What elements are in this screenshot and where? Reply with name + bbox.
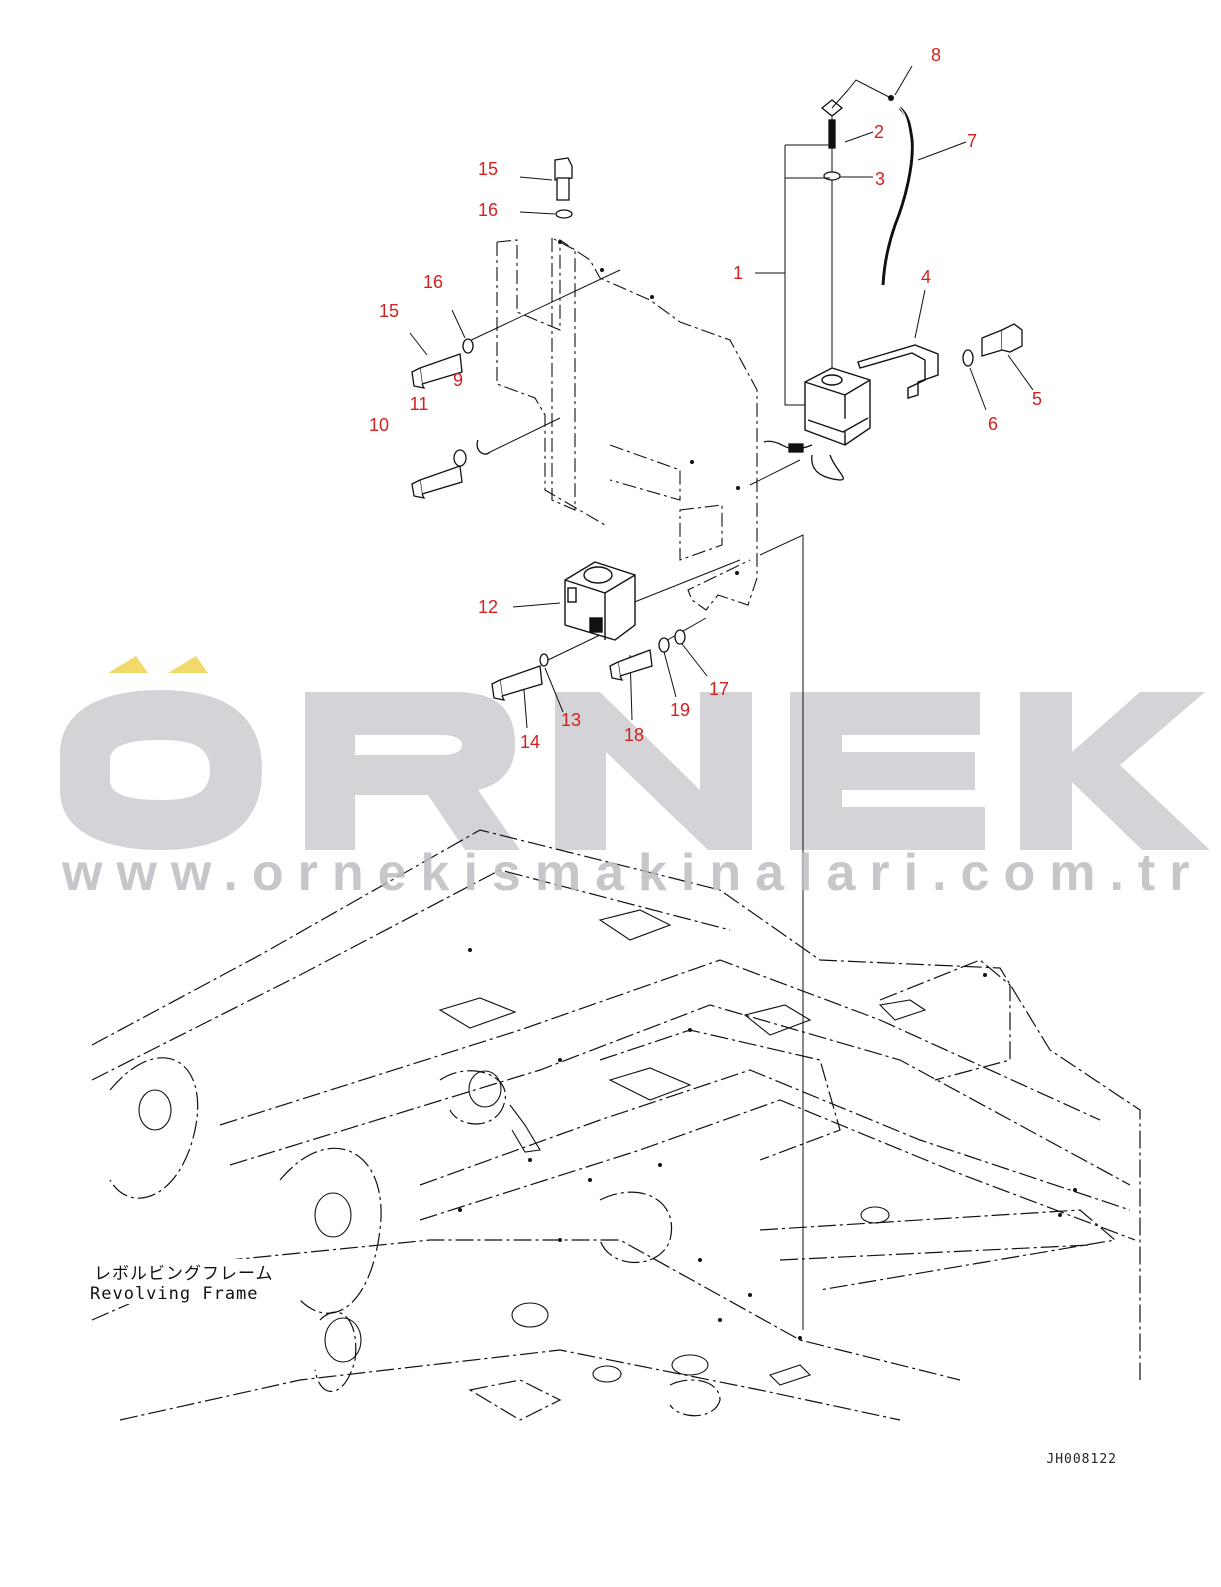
hose-icon [881,106,914,286]
cap-icon [820,99,844,368]
pump-motor-icon [564,561,636,641]
mounting-plate-icon [496,237,758,611]
frame-holes [458,948,1077,1340]
callout-2: 2 [873,122,885,142]
frame-label-english: Revolving Frame [86,1284,263,1304]
callout-11: 11 [409,394,429,414]
bolt-icon-left [411,157,686,701]
callout-12: 12 [477,597,499,617]
callout-9: 9 [452,370,464,390]
watermark-logo [60,656,1210,850]
revolving-frame-icon [91,829,1141,1421]
callout-1: 1 [732,263,744,283]
callout-15-left: 15 [378,301,400,321]
frame-label-japanese: レボルビングフレーム [90,1259,278,1284]
leader-long [759,534,804,1330]
callout-8: 8 [930,45,942,65]
callout-16-left: 16 [422,272,444,292]
bracket-icon [857,344,939,399]
callout-14: 14 [519,732,541,752]
callout-15-top: 15 [477,159,499,179]
callout-7: 7 [966,131,978,151]
watermark-url: www.ornekismakinalari.com.tr [62,844,1204,902]
callout-19: 19 [669,700,691,720]
callout-16-top: 16 [477,200,499,220]
frame-solid-lines [138,909,927,1386]
callout-17: 17 [708,679,730,699]
callout-6: 6 [987,414,999,434]
callout-4: 4 [920,267,932,287]
bolt-icon [962,323,1023,367]
callout-10: 10 [368,415,390,435]
callout-3: 3 [874,169,886,189]
drawing-code: JH008122 [1046,1452,1117,1467]
callout-13: 13 [560,710,582,730]
tank-wire-icon [763,440,845,481]
callout-18: 18 [623,725,645,745]
leader-lines [409,65,1034,729]
plate-holes [558,240,740,575]
callout-5: 5 [1031,389,1043,409]
washer-tank-icon [804,367,871,446]
